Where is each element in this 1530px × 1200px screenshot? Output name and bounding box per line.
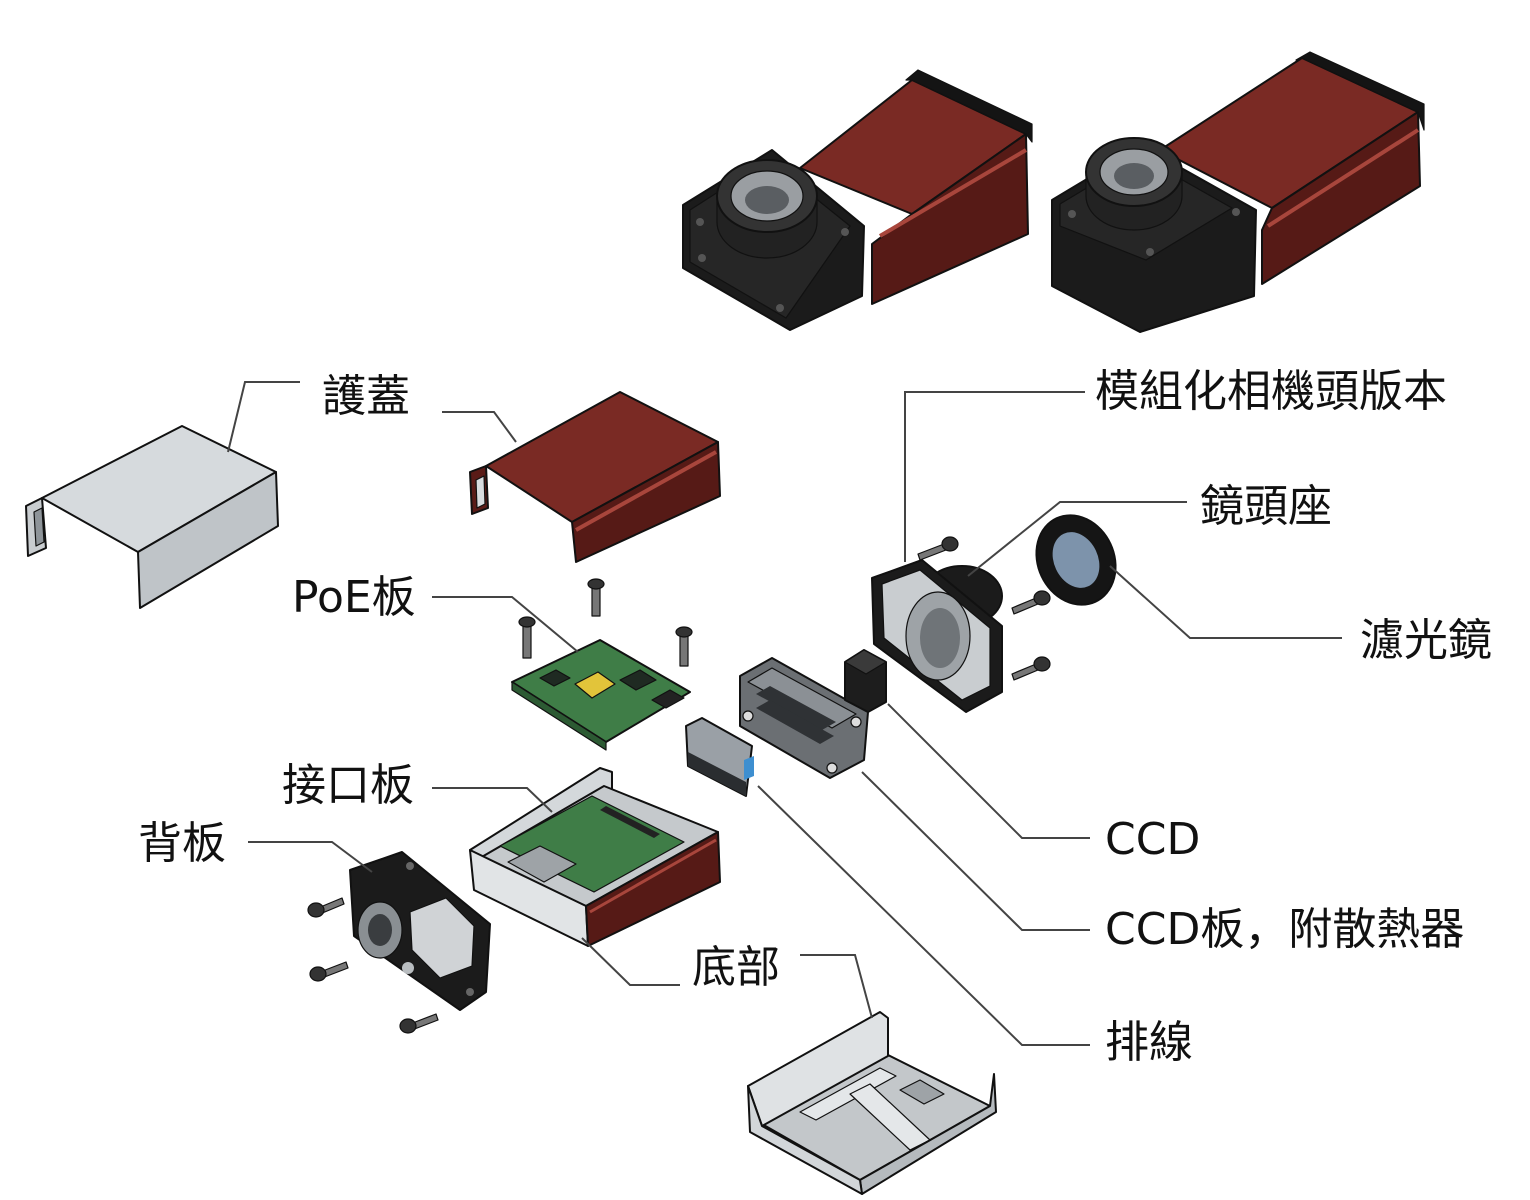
leader-line-camera-head <box>904 391 1085 562</box>
leader-line-ribbon-cable <box>757 785 1090 1046</box>
ccd-sensor-top <box>844 649 887 675</box>
camera-2-body-highlight <box>1266 128 1420 228</box>
interface-board-header <box>600 806 660 838</box>
poe-board-edge <box>511 681 607 751</box>
back-plate-screw-hole <box>466 988 474 996</box>
back-plate-screw-hole <box>402 962 414 974</box>
poe-board-chip <box>539 669 571 687</box>
optical-filter <box>1035 514 1117 606</box>
lens-mount <box>871 559 1003 713</box>
base-red-highlight <box>589 838 717 914</box>
assembled-camera-short-head <box>682 69 1033 331</box>
ccd-board-with-heatsink <box>739 657 869 779</box>
screw-shaft <box>917 543 947 561</box>
leader-line-cover-red <box>442 411 517 443</box>
label-modular-camera-head: 模組化相機頭版本 <box>1095 366 1447 417</box>
label-filter: 濾光鏡 <box>1360 615 1492 666</box>
screw-head <box>309 966 327 982</box>
leader-line-bottom-part <box>800 954 873 1019</box>
poe-board <box>511 639 691 751</box>
label-protective-cover: 護蓋 <box>322 371 410 422</box>
leader-lines <box>227 381 1342 1046</box>
back-plate-connector-inner <box>368 914 392 946</box>
screw-head <box>675 626 693 638</box>
camera-1-screw <box>698 254 706 262</box>
poe-board-screws <box>518 578 693 667</box>
interface-board-base <box>469 767 721 947</box>
grey-cover-side <box>137 471 279 609</box>
poe-board-transformer <box>574 671 616 699</box>
screw-head <box>518 616 536 628</box>
lens-mount-screws <box>917 536 1051 681</box>
label-lens-mount: 鏡頭座 <box>1200 481 1332 532</box>
heatsink-slot <box>756 686 836 730</box>
back-plate-window <box>409 897 475 979</box>
leader-line-ccd <box>887 703 1090 839</box>
screw-head <box>307 902 325 918</box>
label-poe-board: PoE板 <box>292 572 416 623</box>
label-ribbon-cable: 排線 <box>1105 1017 1193 1068</box>
bottom-front-wall <box>747 1085 863 1195</box>
leader-line-back-plate <box>248 841 373 873</box>
protective-cover-red <box>469 391 721 563</box>
assembled-camera-long-head <box>1051 51 1425 333</box>
ccd-board-screw <box>742 710 754 722</box>
part-labels: 護蓋 PoE板 接口板 背板 底部 模組化相機頭版本 鏡頭座 濾光鏡 CCD C… <box>138 366 1492 1068</box>
screw-head <box>941 536 959 552</box>
camera-1-screw <box>776 304 784 312</box>
label-interface-board: 接口板 <box>282 760 414 811</box>
leader-line-cover-grey <box>227 381 300 453</box>
bottom-part <box>747 1011 997 1195</box>
leader-line-lens-mount <box>967 501 1187 577</box>
grey-cover-inner-slot <box>33 507 45 547</box>
label-ccd-board: CCD板，附散熱器 <box>1105 904 1464 955</box>
camera-1-body-side <box>871 133 1029 305</box>
screw-head <box>399 1018 417 1034</box>
red-cover-slot <box>475 475 486 509</box>
leader-line-bottom-base <box>581 937 680 986</box>
back-plate-screws <box>307 897 439 1034</box>
camera-1-body-highlight <box>878 148 1028 238</box>
leader-line-filter <box>1109 565 1342 639</box>
screw-head <box>1033 590 1051 606</box>
bottom-rib <box>799 1067 897 1121</box>
back-plate-screw-hole <box>406 862 414 870</box>
camera-2-rear-cap <box>1295 51 1425 131</box>
bottom-boss <box>899 1079 945 1105</box>
camera-2-screw <box>1068 210 1076 218</box>
camera-2-lens-glass <box>1114 163 1154 189</box>
interface-board-rj45 <box>507 845 577 883</box>
filter-glass <box>1052 532 1100 588</box>
camera-1-screw <box>841 228 849 236</box>
heatsink-slot <box>756 700 834 744</box>
ccd-board-screw <box>850 716 862 728</box>
label-bottom: 底部 <box>692 942 780 993</box>
back-plate <box>349 851 491 1011</box>
leader-line-interface-board <box>432 787 553 813</box>
ribbon-cable-dark-band <box>688 752 746 796</box>
red-cover-highlight <box>575 450 717 532</box>
screw-head <box>1033 656 1051 672</box>
label-ccd: CCD <box>1105 814 1200 865</box>
camera-1-lens-glass <box>745 186 789 214</box>
ccd-sensor <box>844 649 887 713</box>
base-red-side <box>585 831 721 947</box>
lens-mount-opening-inner <box>920 608 960 668</box>
protective-cover-grey <box>25 425 279 609</box>
camera-1-screw <box>696 218 704 226</box>
camera-1-rear-cap <box>905 69 1033 143</box>
leader-line-ccd-board <box>861 771 1090 931</box>
ccd-board-screw <box>826 762 838 774</box>
screw-head <box>587 578 605 590</box>
leader-line-poe-board <box>432 596 579 653</box>
camera-2-screw <box>1146 248 1154 256</box>
camera-2-screw <box>1232 208 1240 216</box>
poe-board-connector <box>651 689 685 709</box>
ribbon-cable <box>685 717 754 797</box>
ribbon-cable-blue-tab <box>744 756 754 780</box>
poe-board-chip <box>619 669 657 691</box>
label-back-plate: 背板 <box>138 818 226 869</box>
